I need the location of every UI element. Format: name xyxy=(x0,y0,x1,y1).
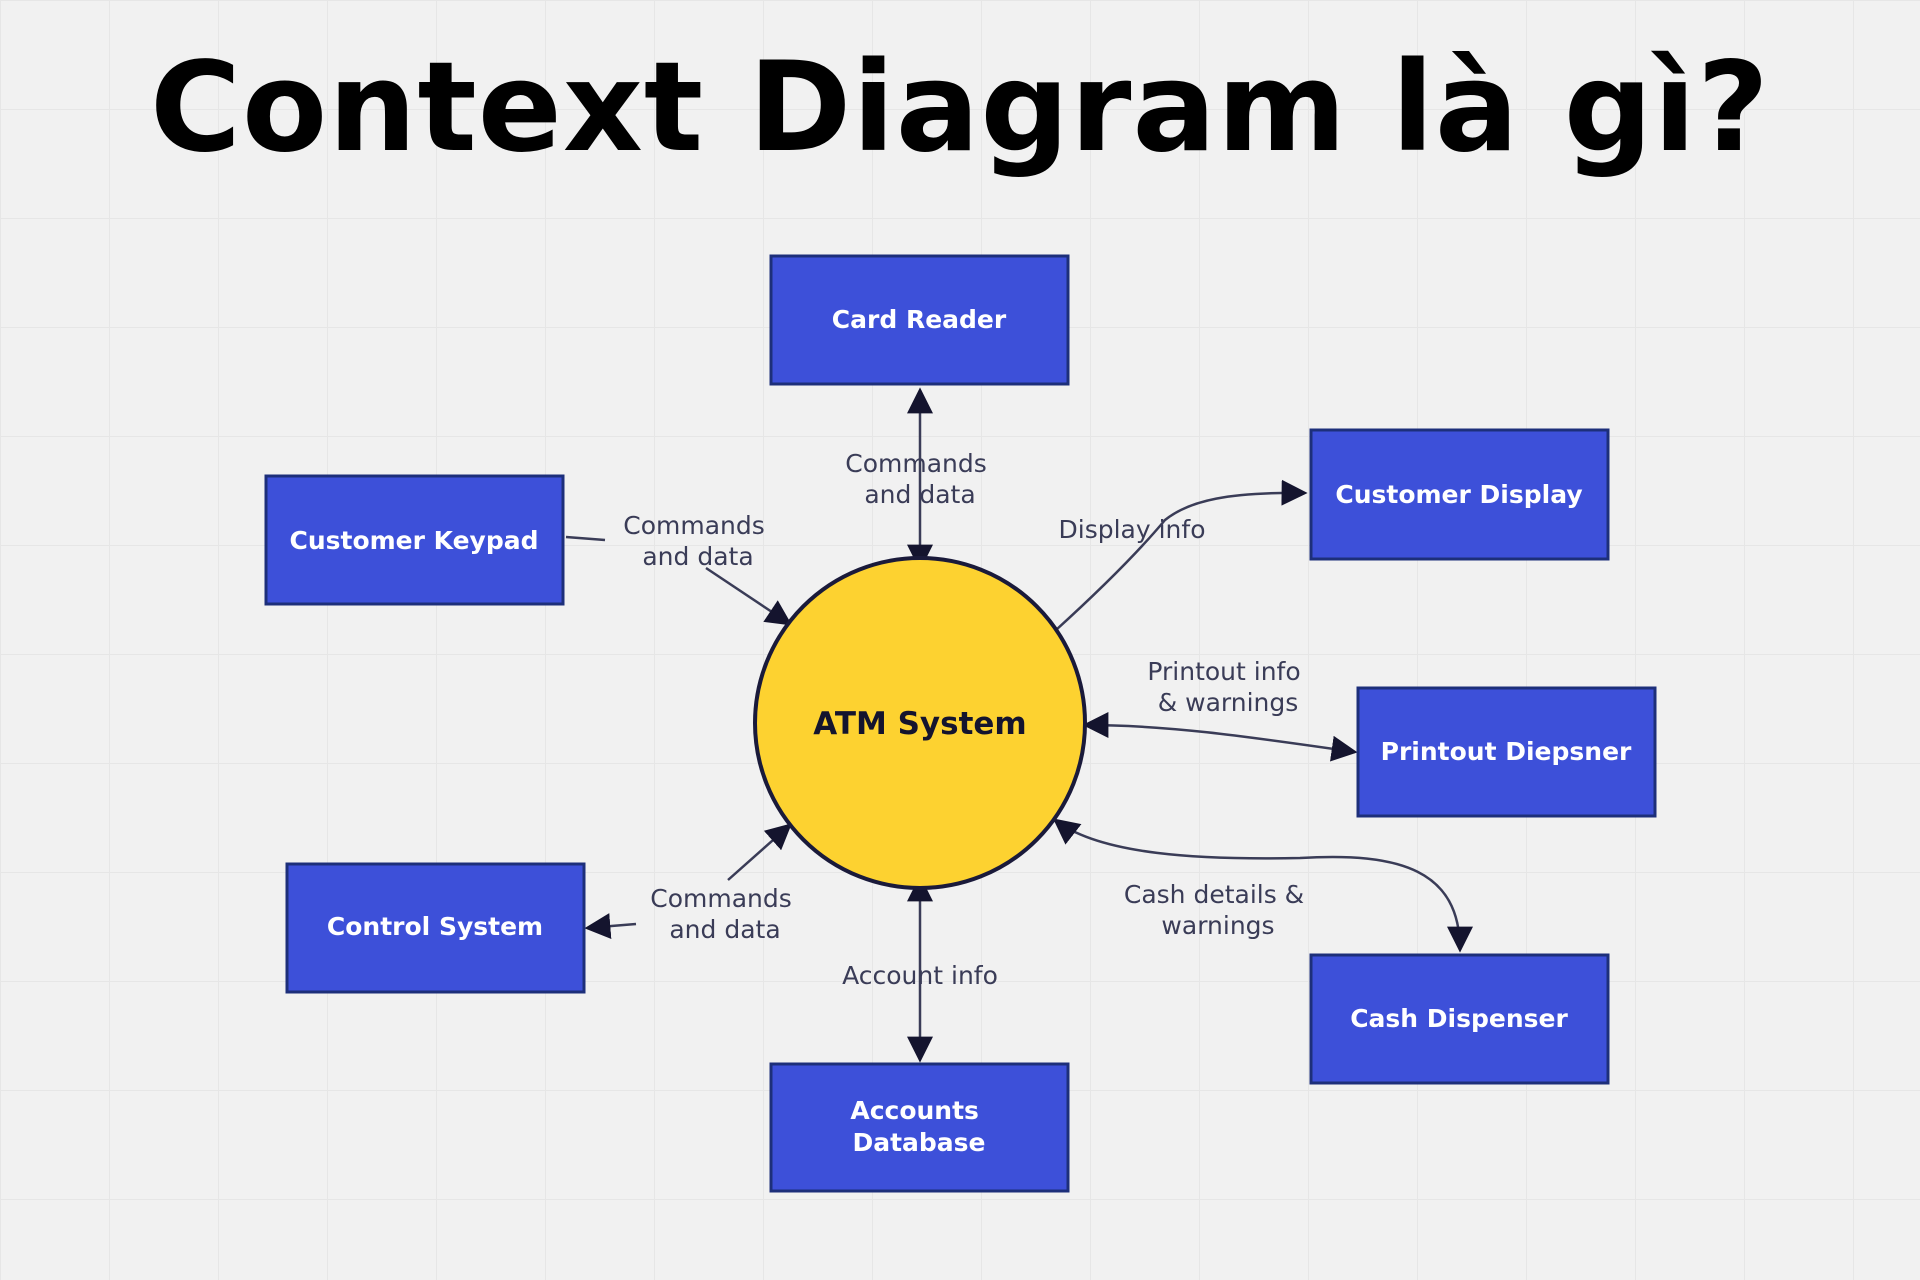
edge-label-control-system: Commands and data xyxy=(650,884,799,944)
node-customer-keypad: Customer Keypad xyxy=(264,474,565,606)
edge-label-cash-dispenser: Cash details & warnings xyxy=(1124,880,1312,940)
edge-label-customer-keypad: Commands and data xyxy=(623,511,772,571)
node-label: Customer Keypad xyxy=(289,526,538,555)
node-customer-display: Customer Display xyxy=(1309,428,1610,561)
node-control-system: Control System xyxy=(285,862,586,994)
edge-label-card-reader: Commands and data xyxy=(845,449,994,509)
node-label: Printout Diepsner xyxy=(1381,737,1632,766)
node-card-reader: Card Reader xyxy=(769,254,1070,386)
atm-system-label: ATM System xyxy=(813,706,1027,742)
edge-label-printout-dispenser: Printout info & warnings xyxy=(1147,657,1308,717)
node-label: Card Reader xyxy=(832,305,1007,334)
node-accounts-database: Accounts Database xyxy=(769,1062,1070,1193)
edge-label-customer-display: Display info xyxy=(1059,515,1206,544)
edge-label-accounts-database: Account info xyxy=(842,961,998,990)
node-label: Control System xyxy=(327,912,543,941)
node-label: Customer Display xyxy=(1335,480,1582,509)
edge-printout-dispenser xyxy=(1082,712,1358,762)
edge-control-system xyxy=(587,825,790,928)
node-label: Cash Dispenser xyxy=(1350,1004,1568,1033)
node-printout-dispenser: Printout Diepsner xyxy=(1356,686,1657,818)
edge-cash-dispenser xyxy=(1052,818,1473,953)
edge-customer-display xyxy=(1055,479,1308,631)
edge-customer-keypad xyxy=(565,535,790,624)
node-cash-dispenser: Cash Dispenser xyxy=(1309,953,1610,1085)
diagram-title: Context Diagram là gì? xyxy=(150,36,1770,180)
atm-system-circle xyxy=(753,556,1087,890)
node-label: Accounts Database xyxy=(850,1096,987,1157)
